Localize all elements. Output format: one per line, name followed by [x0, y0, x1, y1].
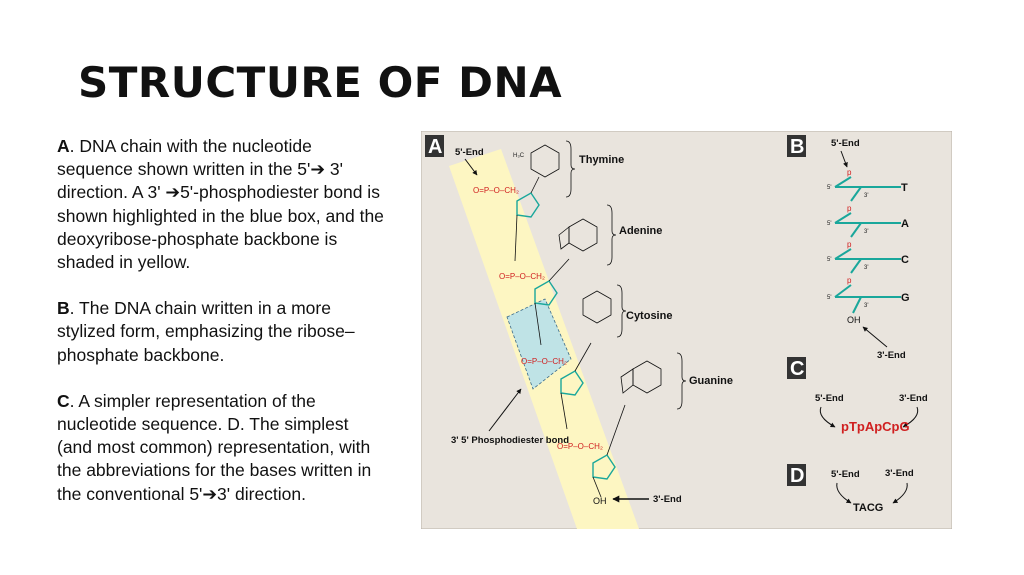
phosphate-group-3: O=P–O–CH₂: [521, 357, 567, 366]
panel-b-base-4: G: [901, 292, 910, 304]
panel-d-five-end: 5'-End: [831, 469, 860, 480]
panel-d-right-arrow: [892, 482, 908, 504]
backbone-link-2: [534, 302, 542, 346]
sugar-ring-3: [560, 370, 584, 396]
panel-a-oh: OH: [593, 496, 607, 506]
panel-d-three-end: 3'-End: [885, 468, 914, 479]
cytosine-brace: [616, 284, 627, 338]
panel-b-5prime-1: 5': [827, 185, 831, 191]
base-label-adenine: Adenine: [619, 225, 662, 237]
description-c: C. A simpler representation of the nucle…: [57, 390, 372, 504]
panel-b-strand-1b: [850, 186, 862, 202]
panel-b-3prime-2: 3': [864, 229, 868, 235]
bond-label-arrow: [488, 388, 522, 432]
nucleotide-adenine: O=P–O–CH₂: [499, 218, 598, 306]
panel-b-backbone: p T 5' 3' p A 5' 3' p C 5' 3' p G 5' 3': [827, 168, 910, 314]
description-text: A. DNA chain with the nucleotide sequenc…: [57, 135, 387, 529]
panel-b-strand-2: [834, 212, 852, 224]
base-label-cytosine: Cytosine: [626, 310, 672, 322]
phosphodiester-bond-label: 3' 5' Phosphodiester bond: [451, 435, 569, 446]
panel-b-strand-4b: [852, 296, 862, 314]
glycosidic-bond-4: [606, 404, 626, 456]
thymine-brace: [565, 140, 576, 198]
phosphate-group-2: O=P–O–CH₂: [499, 272, 545, 281]
backbone-link-1: [514, 214, 518, 262]
panel-b-base-1: T: [901, 182, 908, 194]
nucleotide-thymine: O=P–O–CH₂ H₃C: [473, 144, 560, 218]
panel-b-3prime-4: 3': [864, 303, 868, 309]
panel-b-p-3: p: [847, 240, 852, 249]
cytosine-base-ring: [582, 290, 612, 324]
panel-d-sequence: TACG: [853, 502, 883, 514]
phosphate-group-1: O=P–O–CH₂: [473, 186, 519, 195]
panel-d-label-box: [787, 464, 806, 486]
backbone-link-4: [592, 476, 602, 498]
panel-b-strand-3b: [850, 258, 862, 274]
panel-c-label-box: [787, 357, 806, 379]
base-label-guanine: Guanine: [689, 375, 733, 387]
guanine-imidazole-ring: [620, 368, 634, 394]
panel-c-right-arrow: [902, 406, 919, 428]
description-a: A. DNA chain with the nucleotide sequenc…: [57, 136, 384, 273]
sugar-ring-2: [534, 280, 558, 306]
panel-b-strand-1: [834, 176, 852, 188]
page-title: STRUCTURE OF DNA: [78, 58, 563, 107]
sugar-ring-4: [592, 454, 616, 480]
glycosidic-bond-3: [574, 342, 592, 372]
panel-b-letter: B: [790, 136, 804, 158]
glycosidic-bond-2: [548, 258, 570, 282]
panel-c-left-arrow: [819, 406, 836, 428]
panel-b-five-end: 5'-End: [831, 138, 860, 149]
backbone-link-3: [560, 392, 568, 430]
sugar-ring-1: [516, 192, 540, 218]
panel-c-letter: C: [790, 358, 804, 380]
panel-b-oh: OH: [847, 315, 861, 325]
five-end-arrow: [464, 158, 478, 176]
phosphate-group-4: O=P–O–CH₂: [557, 442, 603, 451]
thymine-base-ring: [530, 144, 560, 178]
panel-b-p-4: p: [847, 276, 852, 285]
panel-a-label-box: [425, 135, 444, 157]
base-label-thymine: Thymine: [579, 154, 624, 166]
panel-a-letter: A: [428, 136, 442, 158]
phosphodiester-highlight: [506, 298, 572, 390]
panel-b-base-2: A: [901, 218, 909, 230]
nucleotide-cytosine: O=P–O–CH₂: [521, 290, 612, 396]
panel-b-5prime-2: 5': [827, 221, 831, 227]
panel-d-letter: D: [790, 465, 804, 487]
panel-c-five-end: 5'-End: [815, 393, 844, 404]
panel-b-three-end: 3'-End: [877, 350, 906, 361]
panel-b-p-2: p: [847, 204, 852, 213]
panel-b-five-arrow: [840, 150, 848, 168]
nucleotide-guanine: O=P–O–CH₂: [557, 360, 662, 480]
panel-a-five-end: 5'-End: [455, 147, 484, 158]
panel-b-base-3: C: [901, 254, 909, 266]
panel-b-strand-3: [834, 248, 852, 260]
panel-b-3prime-1: 3': [864, 193, 868, 199]
guanine-brace: [676, 352, 687, 410]
glycosidic-bond-1: [530, 176, 540, 194]
methyl-group: H₃C: [513, 153, 525, 159]
panel-b-5prime-3: 5': [827, 257, 831, 263]
adenine-brace: [606, 204, 617, 266]
panel-b-strand-4: [834, 284, 852, 298]
adenine-imidazole-ring: [558, 226, 570, 250]
description-b: B. The DNA chain written in a more styli…: [57, 298, 355, 365]
panel-c-three-end: 3'-End: [899, 393, 928, 404]
panel-b-strand-2b: [850, 222, 862, 238]
panel-b-label-box: [787, 135, 806, 157]
panel-d-left-arrow: [836, 482, 852, 504]
panel-b-three-arrow: [862, 326, 888, 348]
dna-structure-figure: A 5'-End O=P–O–CH₂ H₃C Thymine O=P–O–CH₂…: [421, 131, 952, 529]
panel-b-3prime-3: 3': [864, 265, 868, 271]
panel-b-p-1: p: [847, 168, 852, 177]
panel-a-three-end: 3'-End: [653, 494, 682, 505]
panel-c-sequence: pTpApCpG: [841, 419, 910, 434]
panel-b-5prime-4: 5': [827, 295, 831, 301]
